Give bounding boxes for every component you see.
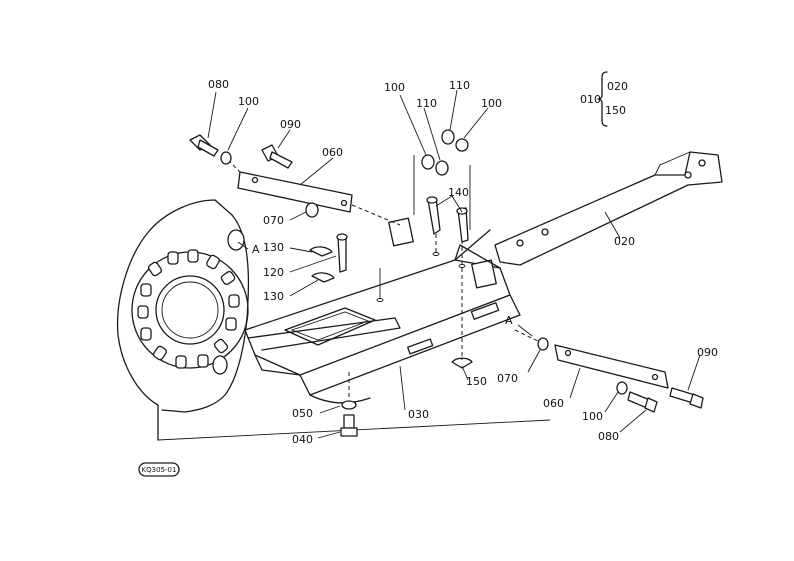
label-150-ref: 150 — [605, 104, 626, 117]
label-100-top-right: 100 — [481, 97, 502, 110]
label-100-top-left: 100 — [238, 95, 259, 108]
frame-030 — [244, 217, 521, 404]
label-110-a: 110 — [449, 79, 470, 92]
label-090-top: 090 — [280, 118, 301, 131]
label-090-right: 090 — [697, 346, 718, 359]
label-070-left: 070 — [263, 214, 284, 227]
label-060-right: 060 — [543, 397, 564, 410]
label-080-bottom: 080 — [598, 430, 619, 443]
label-060-top: 060 — [322, 146, 343, 159]
clip-150 — [451, 357, 473, 369]
engine-housing — [116, 199, 551, 441]
label-040: 040 — [292, 433, 313, 446]
label-030: 030 — [408, 408, 429, 421]
label-020-ref: 020 — [607, 80, 628, 93]
drawing-code-badge: KQ305-01 — [138, 462, 180, 477]
label-130-a: 130 — [263, 241, 284, 254]
label-100-top-mid: 100 — [384, 81, 405, 94]
label-010: 010 — [580, 93, 601, 106]
bolt-090-top — [261, 144, 293, 169]
label-020-main: 020 — [614, 235, 635, 248]
bracket-060-top — [227, 159, 401, 226]
assembly-bracket-010 — [597, 71, 608, 127]
bolt-080-top — [189, 134, 232, 165]
bracket-060-right — [514, 329, 669, 389]
rail-020 — [494, 151, 723, 266]
bolt-040-bottom — [340, 372, 358, 437]
label-110-b: 110 — [416, 97, 437, 110]
label-070-right: 070 — [497, 372, 518, 385]
label-140: 140 — [448, 186, 469, 199]
bolt-080-right — [616, 381, 658, 413]
label-ref-a-right: A — [505, 314, 513, 327]
pin-clips-left — [309, 233, 384, 302]
label-100-bottom: 100 — [582, 410, 603, 423]
bolt-090-right — [669, 387, 704, 409]
label-150: 150 — [466, 375, 487, 388]
label-ref-a-left: A — [252, 243, 260, 256]
label-120: 120 — [263, 266, 284, 279]
label-080-top: 080 — [208, 78, 229, 91]
leader-lines — [207, 89, 701, 439]
hardware-top-center — [413, 129, 471, 360]
drawing-code-text: KQ305-01 — [142, 466, 177, 474]
label-050: 050 — [292, 407, 313, 420]
washer-070-left — [305, 202, 319, 218]
label-130-b: 130 — [263, 290, 284, 303]
